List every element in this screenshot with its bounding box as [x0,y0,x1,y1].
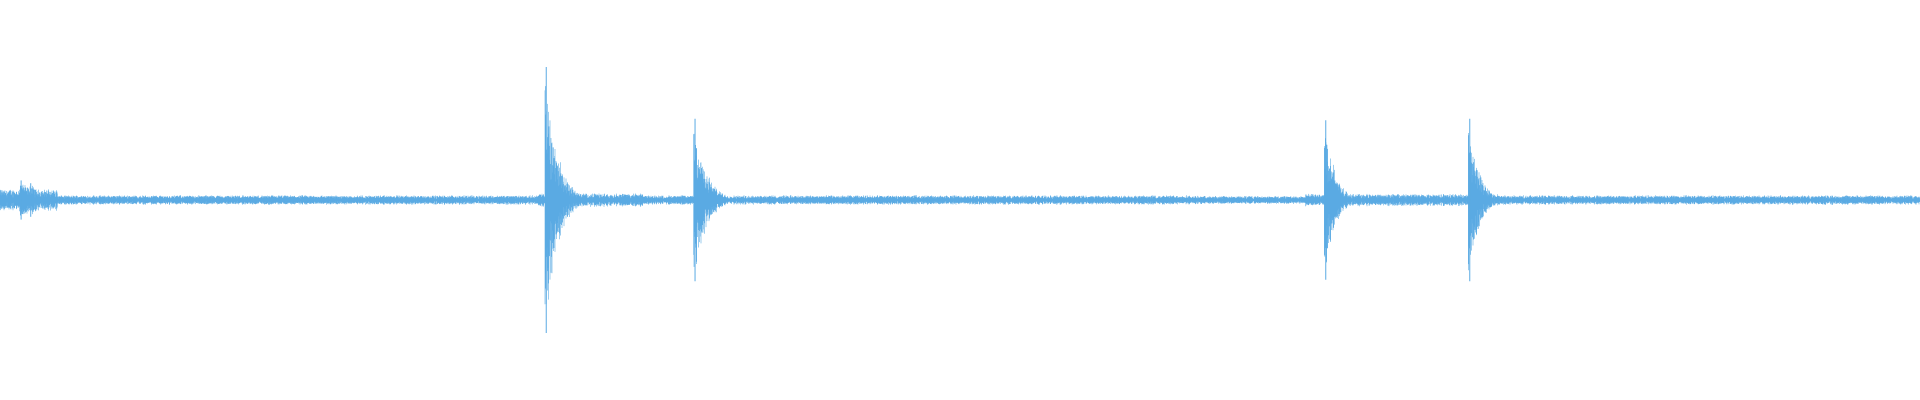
waveform-path [0,86,1920,305]
waveform-series [0,67,1920,333]
